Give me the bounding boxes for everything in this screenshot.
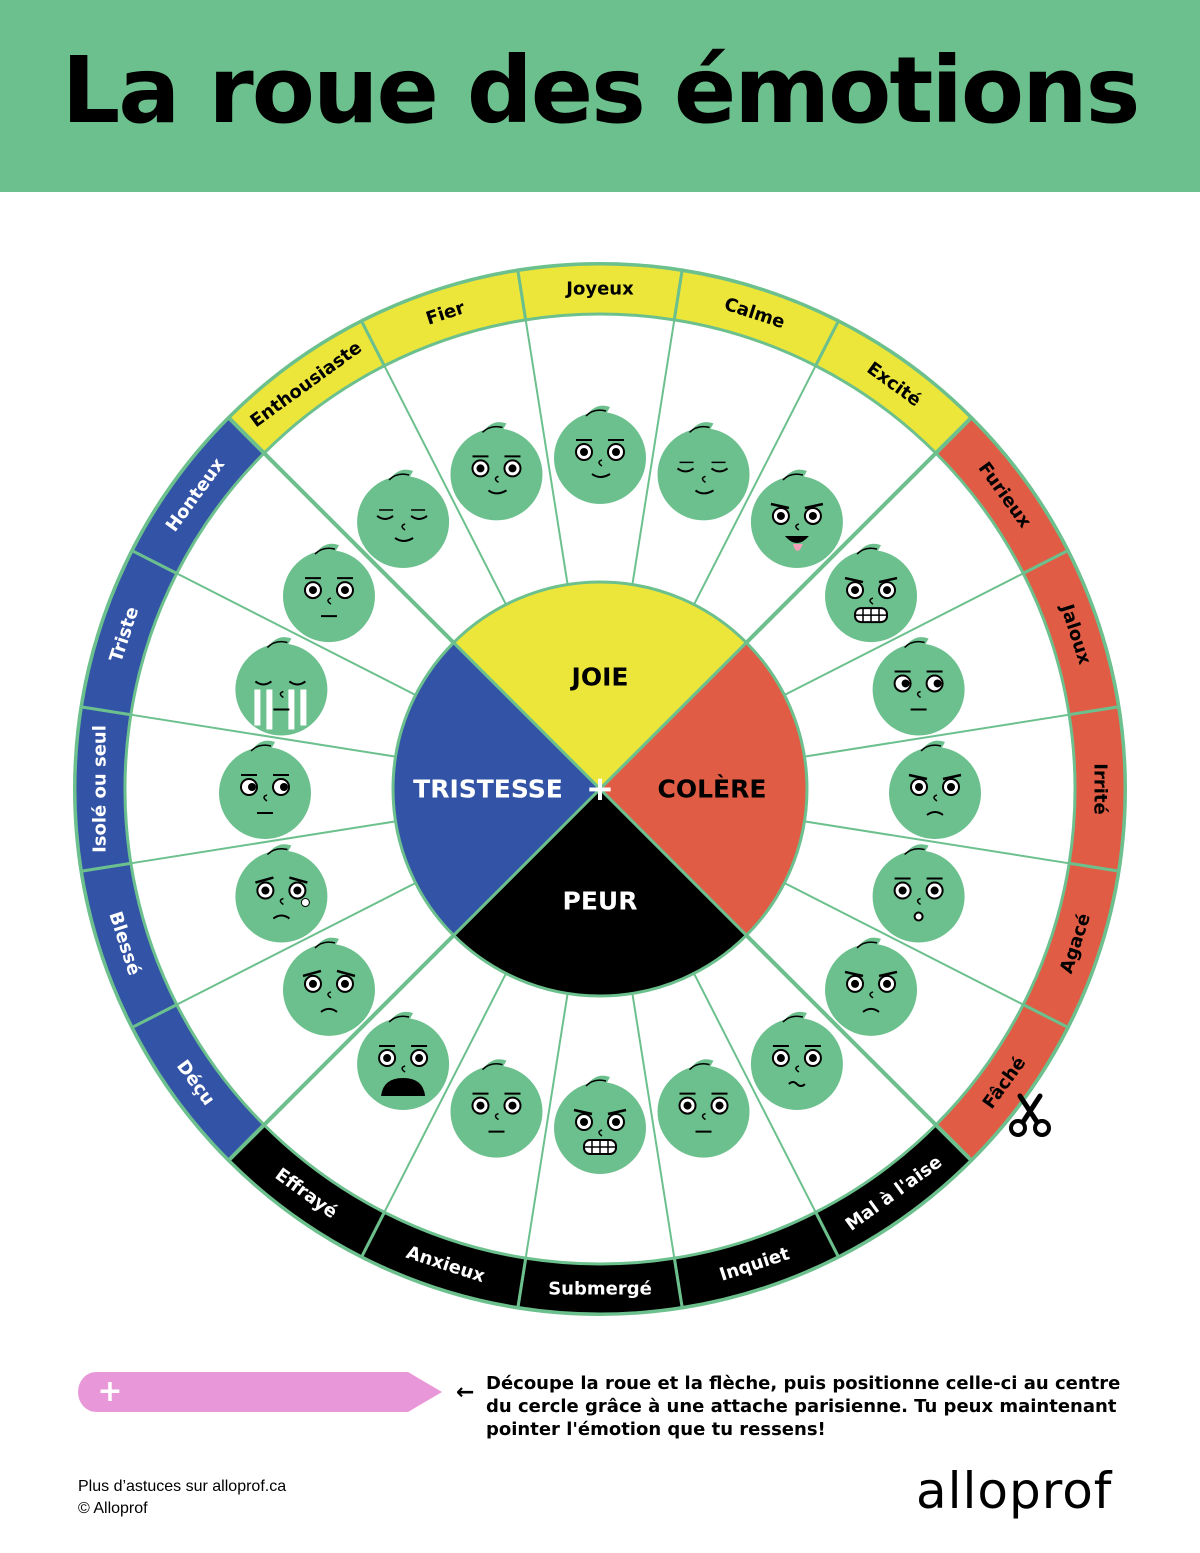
wheel-divider bbox=[176, 572, 417, 696]
center-pin-plus: + bbox=[586, 769, 615, 809]
emotion-face-icon bbox=[235, 637, 328, 736]
emotion-face-icon bbox=[282, 543, 375, 643]
more-tips-link[interactable]: Plus d’astuces sur alloprof.ca bbox=[78, 1478, 287, 1495]
center-label-tristesse: TRISTESSE bbox=[413, 775, 563, 804]
emotion-face-icon bbox=[750, 469, 843, 568]
quadrant-separator bbox=[227, 416, 456, 645]
wheel-divider bbox=[383, 972, 507, 1213]
emotion-face-icon bbox=[282, 937, 375, 1036]
center-quadrant-joie bbox=[451, 580, 749, 792]
instruction-line: Découpe la roue et la flèche, puis posit… bbox=[486, 1373, 1121, 1394]
wheel-divider bbox=[383, 365, 507, 606]
instruction-line: du cercle grâce à une attache parisienne… bbox=[486, 1396, 1117, 1417]
emotion-face-icon bbox=[872, 844, 965, 943]
scissors-icon bbox=[1009, 1093, 1051, 1137]
emotion-face-icon bbox=[825, 543, 918, 643]
copyright-text: © Alloprof bbox=[78, 1500, 148, 1517]
emotion-face-icon bbox=[657, 1059, 750, 1158]
instruction-line: pointer l'émotion que tu ressens! bbox=[486, 1419, 826, 1440]
emotion-face-icon bbox=[872, 637, 965, 736]
alloprof-logo: alloprof bbox=[916, 1462, 1113, 1520]
emotion-label: Irrité bbox=[1090, 763, 1111, 814]
emotion-face-icon bbox=[450, 1059, 543, 1158]
emotion-wheel: EnthousiasteFierJoyeuxCalmeExcitéFurieux… bbox=[73, 262, 1127, 1316]
center-label-joie: JOIE bbox=[570, 663, 629, 692]
emotion-label: Submergé bbox=[548, 1279, 652, 1300]
emotion-label: Isolé ou seul bbox=[90, 725, 111, 853]
cutout-pointer-arrow: + bbox=[78, 1372, 442, 1412]
center-quadrant-tristesse bbox=[391, 640, 603, 938]
page-title: La roue des émotions bbox=[61, 37, 1141, 144]
wheel-divider bbox=[130, 713, 396, 758]
quadrant-separator bbox=[744, 933, 973, 1162]
emotion-face-icon bbox=[357, 469, 450, 568]
quadrant-separator bbox=[744, 416, 973, 645]
wheel-divider bbox=[130, 820, 396, 865]
footer-credits: Plus d’astuces sur alloprof.ca © Allopro… bbox=[78, 1476, 286, 1520]
pointer-arrow-shape bbox=[78, 1372, 442, 1412]
wheel-divider bbox=[693, 972, 817, 1213]
wheel-divider bbox=[524, 993, 569, 1259]
wheel-divider bbox=[631, 319, 676, 585]
emotion-face-icon bbox=[657, 422, 750, 521]
center-quadrant-colere bbox=[597, 640, 809, 938]
center-label-peur: PEUR bbox=[563, 887, 638, 916]
wheel-divider bbox=[693, 365, 817, 606]
emotion-face-icon bbox=[554, 405, 646, 504]
emotion-face-icon bbox=[554, 1075, 646, 1174]
center-label-colere: COLÈRE bbox=[658, 775, 767, 804]
wheel-divider bbox=[631, 993, 676, 1259]
pointer-pin-plus: + bbox=[97, 1374, 122, 1409]
wheel-divider bbox=[804, 820, 1070, 865]
wheel-divider bbox=[524, 319, 569, 585]
wheel-divider bbox=[783, 572, 1024, 696]
wheel-divider bbox=[804, 713, 1070, 758]
quadrant-separator bbox=[227, 933, 456, 1162]
emotion-face-icon bbox=[357, 1011, 450, 1111]
center-quadrant-peur bbox=[451, 786, 749, 998]
emotion-label: Joyeux bbox=[564, 279, 634, 300]
wheel-graphic: EnthousiasteFierJoyeuxCalmeExcitéFurieux… bbox=[73, 262, 1127, 1316]
emotion-face-icon bbox=[825, 937, 918, 1036]
cutout-instructions: Découpe la roue et la flèche, puis posit… bbox=[486, 1372, 1126, 1441]
left-arrow-icon: ← bbox=[456, 1380, 475, 1405]
emotion-face-icon bbox=[750, 1011, 843, 1111]
wheel-divider bbox=[176, 882, 417, 1006]
emotion-face-icon bbox=[219, 740, 311, 839]
emotion-face-icon bbox=[889, 740, 981, 839]
emotion-face-icon bbox=[450, 422, 543, 521]
title-banner: La roue des émotions bbox=[0, 0, 1200, 192]
emotion-face-icon bbox=[235, 844, 328, 943]
wheel-divider bbox=[783, 882, 1024, 1006]
